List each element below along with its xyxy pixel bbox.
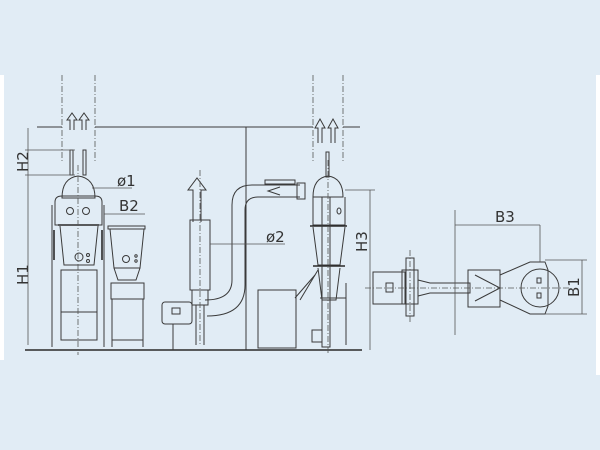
dimension-label-b2: B2 bbox=[119, 197, 139, 215]
right-border-strip bbox=[596, 75, 600, 375]
silencer-and-fan bbox=[161, 170, 211, 350]
exhaust-vent-right bbox=[312, 75, 344, 178]
up-arrow-icon bbox=[78, 112, 90, 130]
dimension-label-h1: H1 bbox=[14, 264, 32, 285]
material-box bbox=[257, 289, 297, 349]
fluid-bed-dryer-main bbox=[51, 165, 105, 355]
dimension-label-h3: H3 bbox=[353, 231, 371, 252]
up-arrow-icon bbox=[327, 117, 339, 143]
up-arrow-icon bbox=[314, 117, 326, 143]
dimension-label-d1: ø1 bbox=[117, 172, 136, 190]
up-arrow-icon bbox=[66, 112, 78, 130]
plan-view-unit bbox=[365, 250, 570, 322]
left-arrow-icon bbox=[266, 186, 281, 196]
left-border-strip bbox=[0, 75, 4, 360]
exhaust-vent-left bbox=[61, 75, 96, 176]
building-outline bbox=[25, 126, 362, 351]
fluid-bed-dryer-secondary bbox=[294, 160, 347, 355]
dimension-label-b1: B1 bbox=[565, 277, 583, 297]
air-duct bbox=[204, 179, 306, 317]
dimension-label-h2: H2 bbox=[14, 151, 32, 172]
dimension-label-b3: B3 bbox=[495, 208, 515, 226]
dimension-lines bbox=[25, 128, 587, 350]
dimension-label-d2: ø2 bbox=[266, 228, 285, 246]
secondary-filter-unit bbox=[107, 225, 146, 347]
